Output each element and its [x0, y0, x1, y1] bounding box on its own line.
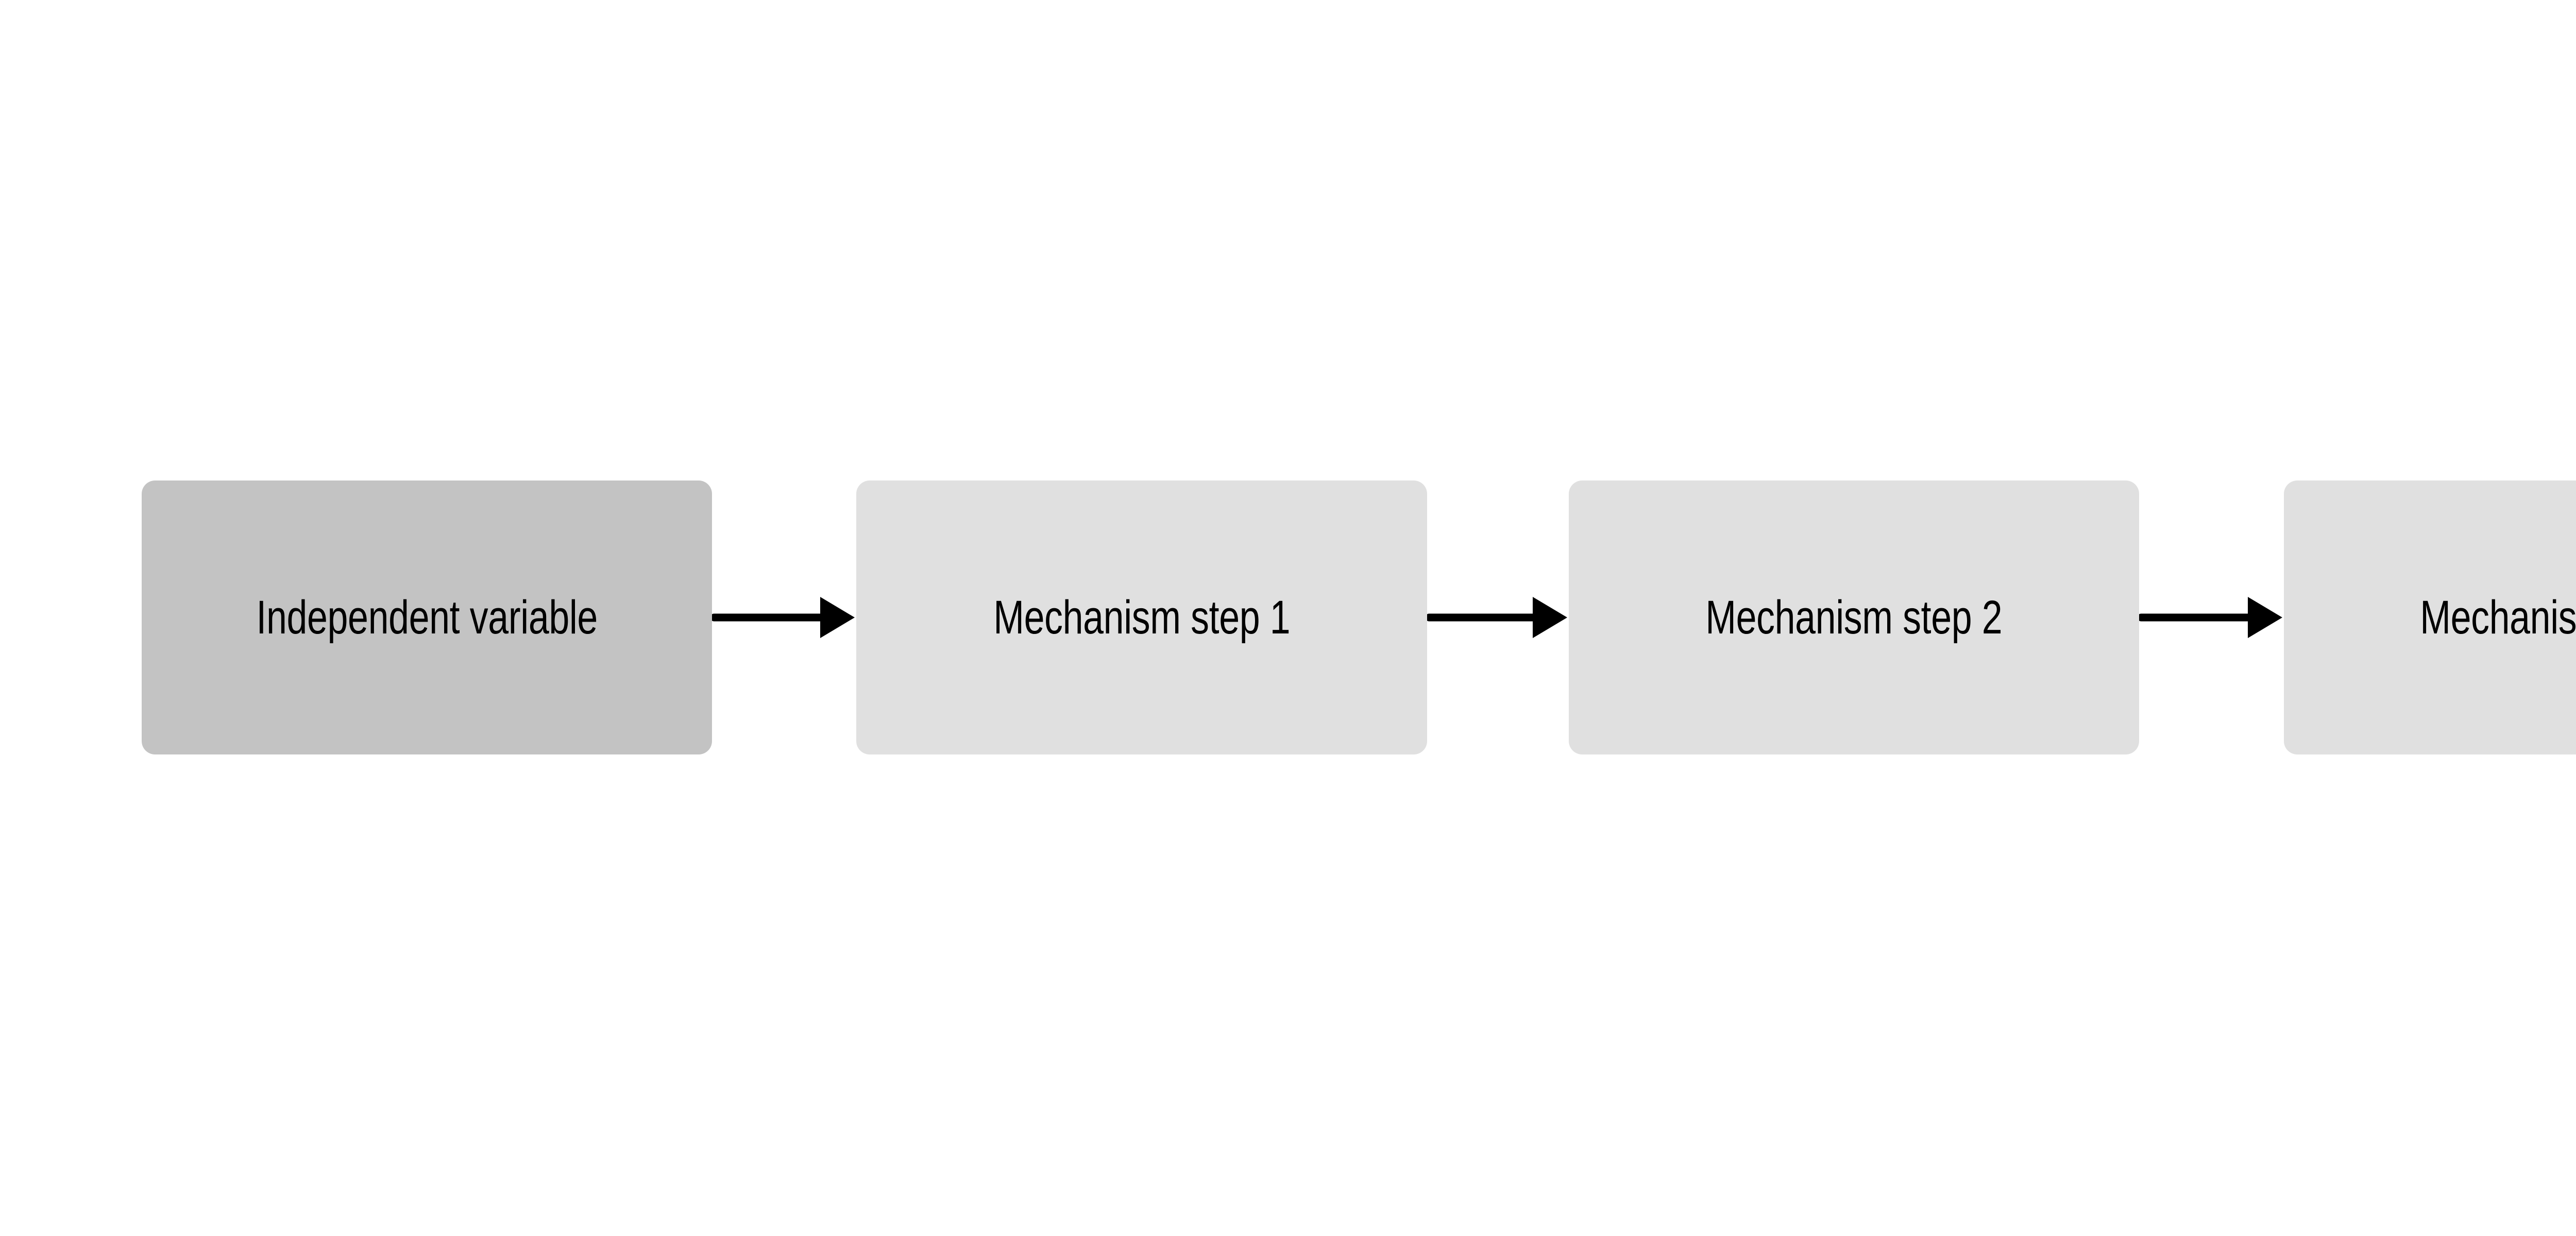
node-label-mechanism-step-3: Mechanism step 3: [2419, 591, 2576, 644]
node-mechanism-step-2[interactable]: Mechanism step 2: [1569, 480, 2139, 754]
connector-arrow-3: [2139, 480, 2284, 754]
arrow-right-icon: [712, 594, 856, 641]
node-mechanism-step-3[interactable]: Mechanism step 3: [2284, 480, 2576, 754]
flow-chain: Independent variable Mechanism step 1: [142, 480, 2576, 754]
node-mechanism-step-1[interactable]: Mechanism step 1: [856, 480, 1427, 754]
node-label-mechanism-step-1: Mechanism step 1: [993, 591, 1291, 644]
connector-arrow-1: [712, 480, 856, 754]
node-label-mechanism-step-2: Mechanism step 2: [1705, 591, 2003, 644]
connector-arrow-2: [1427, 480, 1569, 754]
node-independent-variable[interactable]: Independent variable: [142, 480, 712, 754]
node-label-independent-variable: Independent variable: [256, 591, 598, 644]
arrow-right-icon: [2139, 594, 2284, 641]
arrow-right-icon: [1427, 594, 1569, 641]
